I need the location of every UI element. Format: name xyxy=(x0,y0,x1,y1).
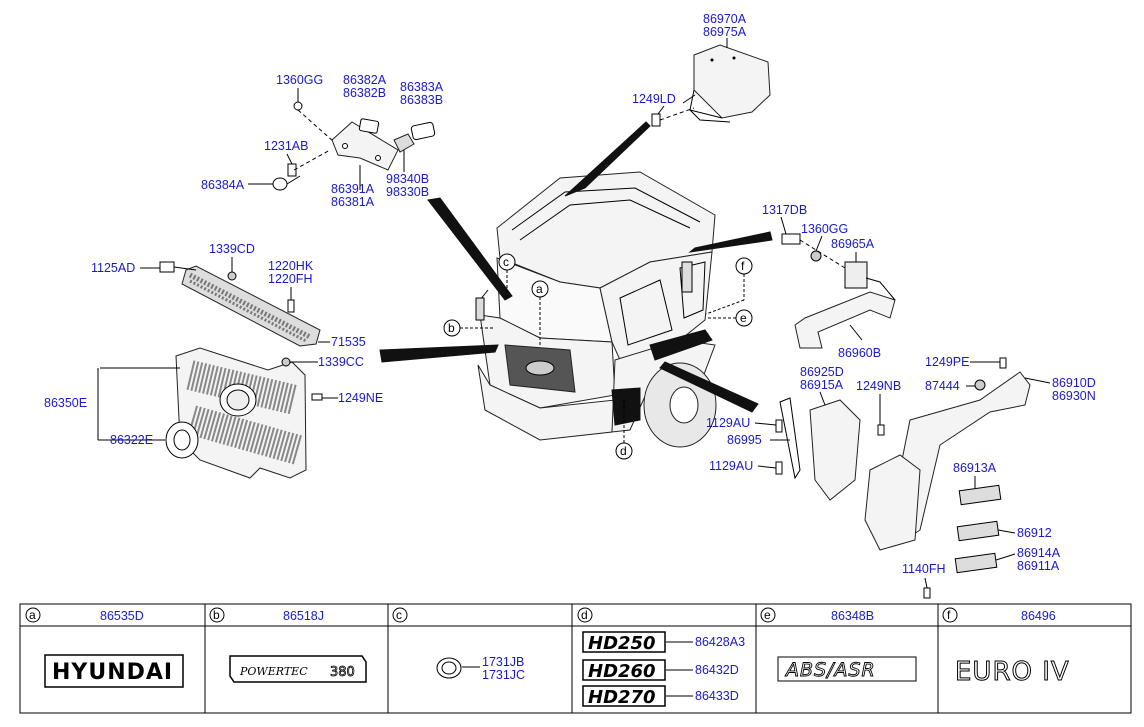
callout-a: a xyxy=(531,280,549,345)
part-label-1249PE: 1249PE xyxy=(925,355,969,369)
hd260-badge: HD260 xyxy=(588,661,656,682)
emblem-table: a b c d e f 86535D 86518J 86348B 86496 H… xyxy=(19,603,1132,714)
part-label-86350E: 86350E xyxy=(44,396,87,410)
table-part-d1: 86428A3 xyxy=(695,635,745,649)
table-part-e: 86348B xyxy=(831,609,874,623)
part-label-98340B: 98340B xyxy=(386,172,429,186)
part-label-86383B: 86383B xyxy=(400,93,443,107)
part-label-86960B: 86960B xyxy=(838,346,881,360)
part-label-86391A: 86391A xyxy=(331,182,375,196)
table-part-d2: 86432D xyxy=(695,663,739,677)
part-label-1249NB: 1249NB xyxy=(856,379,901,393)
part-label-1220FH: 1220FH xyxy=(268,272,312,286)
truck-cab-illustration xyxy=(475,171,717,448)
part-label-86383A: 86383A xyxy=(400,80,444,94)
part-label-1231AB: 1231AB xyxy=(264,139,308,153)
part-label-86912: 86912 xyxy=(1017,526,1052,540)
part-label-86975A: 86975A xyxy=(703,25,747,39)
part-label-86925D: 86925D xyxy=(800,365,844,379)
part-label-86911A: 86911A xyxy=(1017,559,1060,573)
callout-d: d xyxy=(615,400,633,460)
powertec-emblem-word: POWERTEC xyxy=(239,665,308,678)
svg-text:f: f xyxy=(741,259,745,273)
svg-text:e: e xyxy=(740,311,747,325)
abs-asr-emblem: ABS/ASR xyxy=(784,659,876,681)
part-label-71535: 71535 xyxy=(331,335,366,349)
part-label-86930N: 86930N xyxy=(1052,389,1096,403)
part-label-1140FH: 1140FH xyxy=(902,562,946,576)
part-label-86995: 86995 xyxy=(727,433,762,447)
part-label-86382B: 86382B xyxy=(343,86,386,100)
leader-wedges xyxy=(379,121,773,413)
plug-icon xyxy=(436,657,462,679)
callout-f: f xyxy=(705,257,753,315)
hd270-badge: HD270 xyxy=(588,687,656,708)
part-label-98330B: 98330B xyxy=(386,185,429,199)
part-label-86382A: 86382A xyxy=(343,73,387,87)
svg-text:a: a xyxy=(536,282,543,296)
part-label-1249NE: 1249NE xyxy=(338,391,383,405)
table-part-c1: 1731JB xyxy=(482,655,524,669)
svg-text:c: c xyxy=(396,608,402,622)
bracket-group xyxy=(272,101,436,191)
grab-handle-group xyxy=(781,233,896,349)
part-label-86915A: 86915A xyxy=(800,378,844,392)
svg-text:b: b xyxy=(213,608,220,622)
part-label-86384A: 86384A xyxy=(201,178,245,192)
svg-text:f: f xyxy=(947,608,951,622)
part-label-1249LD: 1249LD xyxy=(632,92,676,106)
svg-text:b: b xyxy=(448,321,455,335)
table-part-b: 86518J xyxy=(283,609,324,623)
part-label-86322E: 86322E xyxy=(110,433,153,447)
part-label-86913A: 86913A xyxy=(953,461,997,475)
table-part-d3: 86433D xyxy=(695,689,739,703)
part-label-1339CC: 1339CC xyxy=(318,355,364,369)
svg-text:c: c xyxy=(503,255,509,269)
svg-text:d: d xyxy=(581,608,588,622)
euro-iv-emblem: EURO IV xyxy=(955,657,1070,687)
part-label-1317DB: 1317DB xyxy=(762,203,807,217)
part-label-86914A: 86914A xyxy=(1017,546,1061,560)
svg-text:d: d xyxy=(620,444,627,458)
powertec-emblem-number: 380 xyxy=(330,665,355,680)
part-label-1339CD: 1339CD xyxy=(209,242,255,256)
part-label-86965A: 86965A xyxy=(831,237,875,251)
table-part-f: 86496 xyxy=(1021,609,1056,623)
table-part-a: 86535D xyxy=(100,609,144,623)
part-label-1129AU-b: 1129AU xyxy=(709,459,753,473)
part-label-1125AD: 1125AD xyxy=(91,261,135,275)
hyundai-emblem: HYUNDAI xyxy=(52,660,173,685)
part-label-1360GG-right: 1360GG xyxy=(801,222,848,236)
hd250-badge: HD250 xyxy=(588,633,656,654)
main-grille xyxy=(97,347,323,479)
part-labels: 86970A 86975A 1249LD 1360GG 86382A 86382… xyxy=(44,12,1096,576)
callout-b: b xyxy=(443,319,495,337)
part-label-86910D: 86910D xyxy=(1052,376,1096,390)
upper-grille-strip xyxy=(159,261,321,347)
part-label-86970A: 86970A xyxy=(703,12,747,26)
table-part-c2: 1731JC xyxy=(482,668,525,682)
svg-text:e: e xyxy=(764,608,771,622)
svg-text:a: a xyxy=(29,608,36,622)
part-label-86381A: 86381A xyxy=(331,195,375,209)
part-label-1360GG-top: 1360GG xyxy=(276,73,323,87)
cover-panel xyxy=(651,38,771,127)
fender-parts xyxy=(775,357,1031,599)
label-leaders xyxy=(140,88,1051,589)
part-label-87444: 87444 xyxy=(925,379,960,393)
part-label-1129AU-a: 1129AU xyxy=(706,416,750,430)
part-label-1220HK: 1220HK xyxy=(268,259,314,273)
callout-c: c xyxy=(498,253,516,298)
callout-e: e xyxy=(706,309,753,327)
